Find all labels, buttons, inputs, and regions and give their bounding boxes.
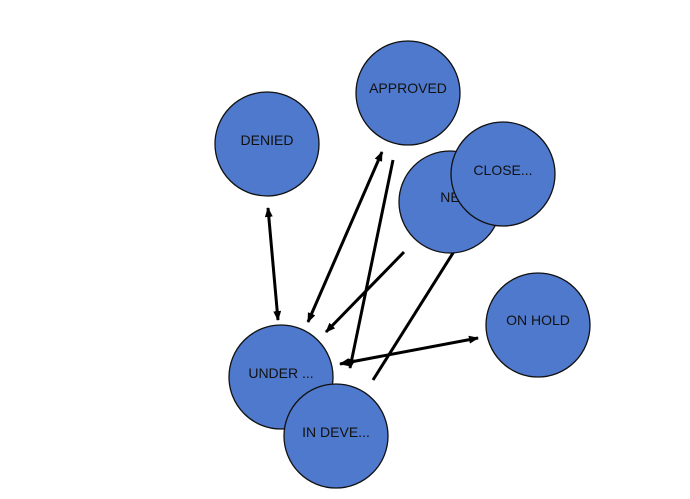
node-denied[interactable]: DENIED (214, 91, 320, 197)
node-in-development-label: IN DEVE... (302, 424, 370, 440)
edges (264, 151, 479, 381)
edge-approved-in-development[interactable] (347, 159, 395, 369)
node-under-review-label: UNDER ... (248, 365, 313, 381)
node-approved-circle[interactable] (355, 40, 461, 146)
node-closed-label: CLOSE... (473, 162, 532, 178)
node-closed-circle[interactable] (450, 121, 556, 227)
node-in-development[interactable]: IN DEVE... (283, 383, 389, 489)
node-approved-label: APPROVED (369, 80, 447, 96)
node-denied-label: DENIED (241, 132, 294, 148)
node-denied-circle[interactable] (214, 91, 320, 197)
node-on-hold-circle[interactable] (485, 272, 591, 378)
node-in-development-circle[interactable] (283, 383, 389, 489)
node-on-hold-label: ON HOLD (506, 312, 570, 328)
node-on-hold[interactable]: ON HOLD (485, 272, 591, 378)
node-approved[interactable]: APPROVED (355, 40, 461, 146)
edge-under-review-on-hold[interactable] (339, 335, 479, 367)
edge-denied-under-review[interactable] (264, 207, 282, 321)
node-closed[interactable]: CLOSE... (450, 121, 556, 227)
edge-under-review-approved[interactable] (306, 151, 384, 323)
nodes: DENIED APPROVED NE CLOSE... ON HOLD UNDE (214, 40, 591, 489)
